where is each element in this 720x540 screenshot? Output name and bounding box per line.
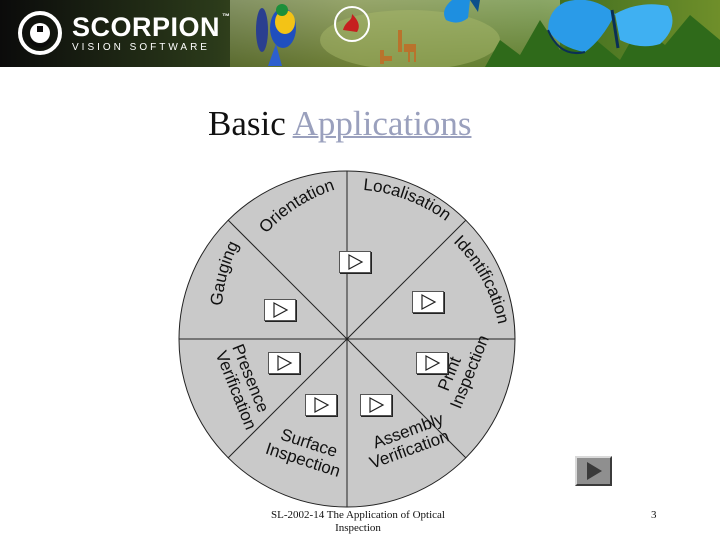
title-main: Basic (208, 104, 286, 143)
page-number: 3 (651, 509, 657, 521)
play-button-identification[interactable] (412, 291, 444, 313)
next-slide-button[interactable] (575, 456, 612, 486)
play-icon (369, 396, 385, 414)
butterfly-image-large (547, 0, 673, 54)
play-button-orientation[interactable] (339, 251, 371, 273)
play-next-icon (587, 462, 602, 480)
play-button-presence[interactable] (268, 352, 300, 374)
trademark-symbol: ™ (222, 12, 231, 21)
play-icon (277, 354, 293, 372)
fire-logo (334, 6, 370, 42)
play-button-gauging[interactable] (264, 299, 296, 321)
brand-tagline: VISION SOFTWARE (72, 42, 210, 53)
footer-text: SL-2002-14 The Application of Optical In… (271, 509, 445, 534)
play-icon (348, 253, 364, 271)
parrot-image (256, 4, 296, 66)
title-accent-link[interactable]: Applications (292, 104, 472, 143)
wheel-spokes (179, 171, 515, 507)
play-icon (421, 293, 437, 311)
play-icon (273, 301, 289, 319)
play-button-surface[interactable] (305, 394, 337, 416)
play-icon (314, 396, 330, 414)
page-title: Basic Applications (208, 104, 471, 144)
giraffe-image (380, 30, 416, 64)
play-icon (425, 354, 441, 372)
banner-artwork (0, 0, 720, 67)
butterfly-image (444, 0, 480, 23)
play-button-assembly[interactable] (360, 394, 392, 416)
scorpion-emblem-icon (18, 11, 62, 55)
play-button-print[interactable] (416, 352, 448, 374)
